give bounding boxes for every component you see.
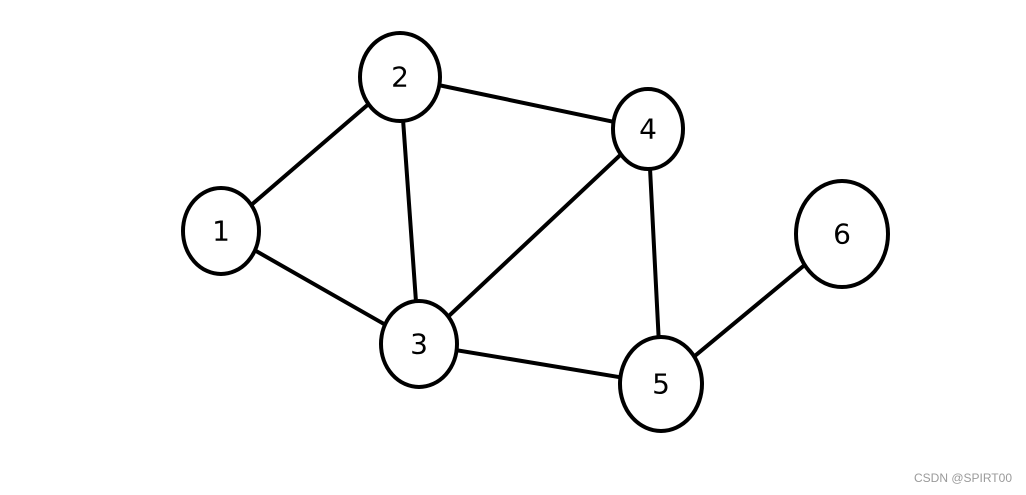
edge-3-4 — [417, 127, 650, 346]
node-1-label: 1 — [212, 215, 230, 248]
node-6-circle — [794, 179, 890, 289]
nodes-layer: 1 2 3 4 5 6 — [181, 31, 890, 433]
edges-layer — [219, 75, 844, 386]
node-1: 1 — [181, 186, 261, 276]
node-4: 4 — [611, 87, 685, 171]
node-4-circle — [611, 87, 685, 171]
node-2: 2 — [358, 31, 442, 123]
node-1-circle — [181, 186, 261, 276]
node-3: 3 — [379, 299, 459, 389]
node-5: 5 — [618, 335, 704, 433]
node-5-label: 5 — [652, 368, 670, 401]
node-2-label: 2 — [391, 61, 409, 94]
watermark-text: CSDN @SPIRT00 — [914, 471, 1012, 485]
node-6: 6 — [794, 179, 890, 289]
node-3-label: 3 — [410, 328, 428, 361]
node-3-circle — [379, 299, 459, 389]
node-2-circle — [358, 31, 442, 123]
node-5-circle — [618, 335, 704, 433]
node-6-label: 6 — [833, 218, 851, 251]
node-4-label: 4 — [639, 113, 657, 146]
edge-2-4 — [398, 75, 650, 131]
